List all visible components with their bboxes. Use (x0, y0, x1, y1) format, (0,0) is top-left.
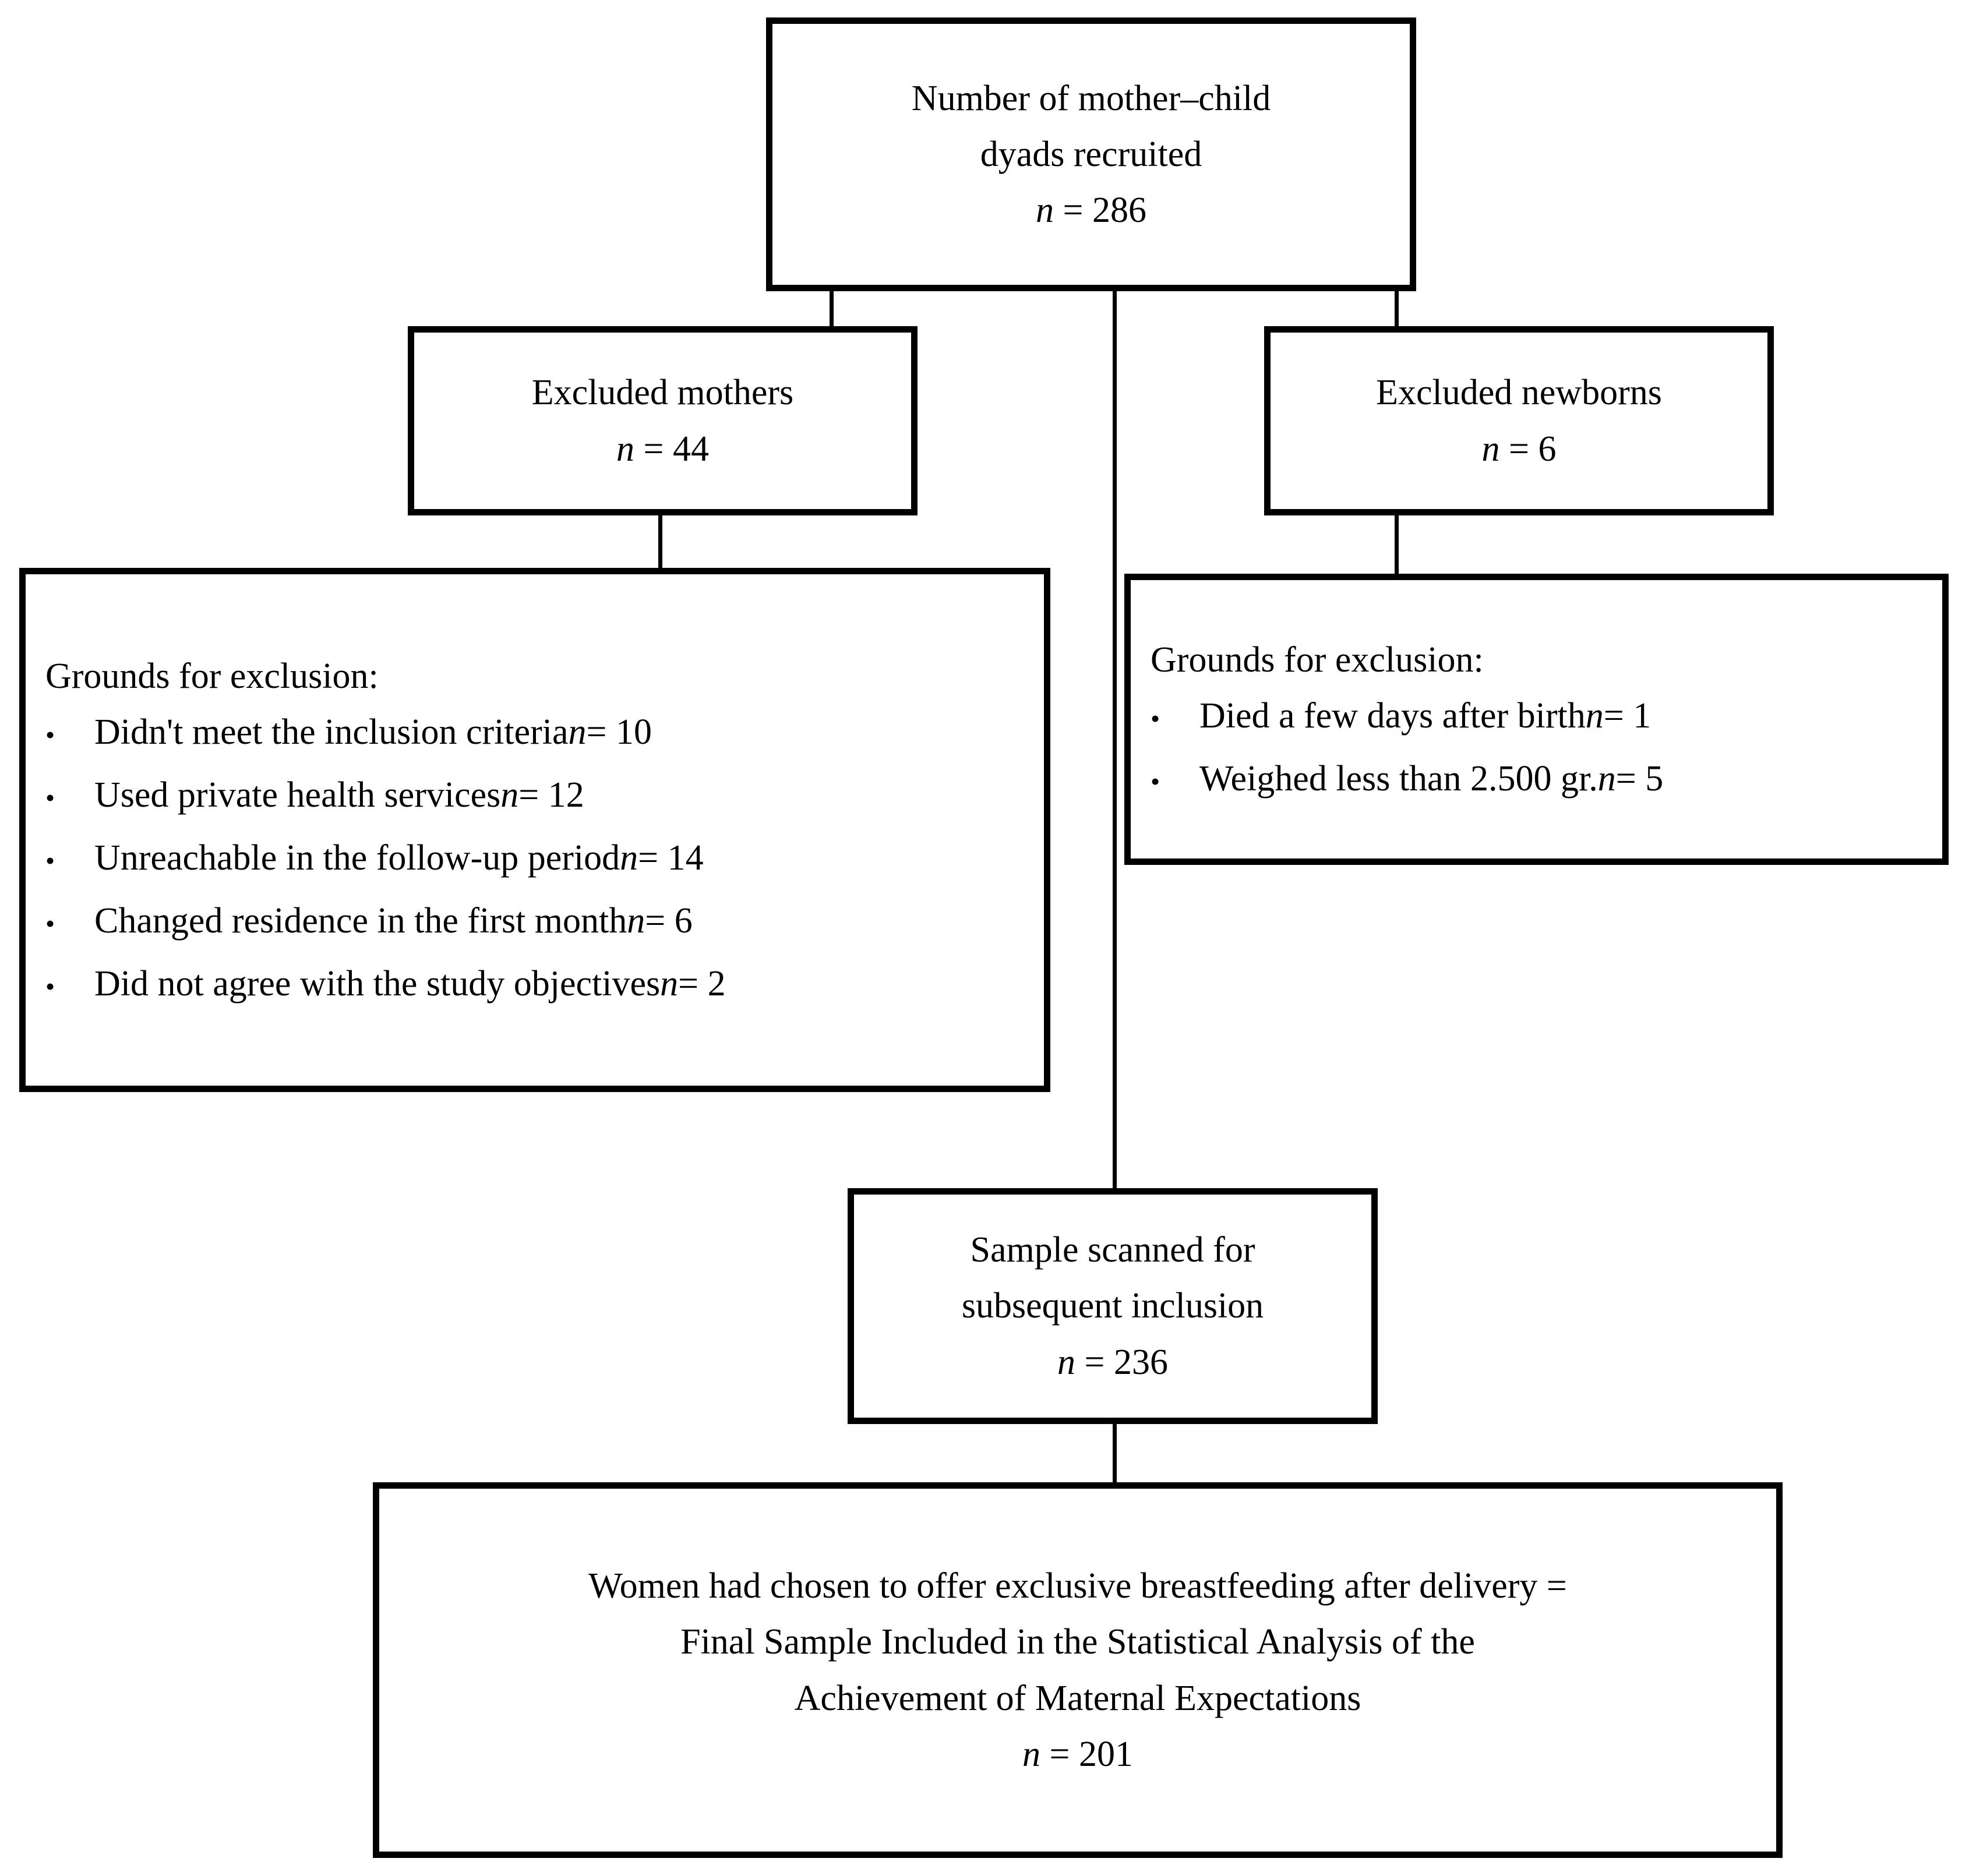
node-excluded-mothers-count: n = 44 (616, 421, 709, 477)
n-symbol: n (660, 964, 679, 1004)
node-final-sample-line3: Achievement of Maternal Expectations (794, 1678, 1361, 1718)
n-value: = 2 (678, 964, 726, 1004)
n-value: = 236 (1075, 1342, 1168, 1382)
bullet-icon: • (1151, 766, 1160, 796)
list-item-text: Didn't meet the inclusion criteria (94, 712, 569, 752)
node-grounds-mothers: Grounds for exclusion: • Didn't meet the… (19, 568, 1050, 1092)
n-symbol: n (627, 901, 645, 941)
bullet-icon: • (45, 971, 55, 1001)
n-symbol: n (568, 712, 587, 752)
n-symbol: n (1481, 429, 1500, 469)
bullet-icon: • (45, 909, 55, 938)
n-value: = 12 (518, 775, 584, 815)
n-value: = 10 (586, 712, 652, 752)
n-value: = 44 (634, 429, 709, 469)
connector-recruited-to-excluded-mothers (830, 291, 834, 327)
n-value: = 5 (1615, 759, 1664, 799)
bullet-icon: • (1151, 704, 1160, 733)
n-value: = 6 (645, 901, 693, 941)
n-symbol: n (500, 775, 519, 815)
list-item: • Unreachable in the follow-up period n … (45, 840, 1064, 876)
connector-recruited-to-sample-scanned (1113, 291, 1117, 1191)
grounds-mothers-list: • Didn't meet the inclusion criteria n =… (26, 714, 1064, 1002)
node-excluded-mothers: Excluded mothers n = 44 (408, 326, 918, 515)
node-sample-scanned: Sample scanned for subsequent inclusion … (848, 1188, 1378, 1424)
list-item: • Used private health services n = 12 (45, 777, 1064, 813)
node-final-sample-line2: Final Sample Included in the Statistical… (680, 1622, 1475, 1662)
list-item: • Weighed less than 2.500 gr. n = 5 (1151, 761, 1962, 797)
connector-sample-scanned-to-final-sample (1113, 1421, 1117, 1485)
list-item: • Did not agree with the study objective… (45, 966, 1064, 1002)
node-final-sample: Women had chosen to offer exclusive brea… (373, 1482, 1783, 1858)
node-sample-scanned-count: n = 236 (1057, 1334, 1168, 1390)
list-item-text: Changed residence in the first month (94, 901, 627, 941)
node-excluded-newborns-count: n = 6 (1482, 421, 1557, 477)
node-final-sample-count: n = 201 (1022, 1726, 1133, 1782)
grounds-mothers-heading: Grounds for exclusion: (45, 656, 379, 696)
n-value: = 1 (1603, 696, 1652, 736)
bullet-icon: • (45, 846, 55, 875)
bullet-icon: • (45, 783, 55, 812)
n-symbol: n (1036, 190, 1054, 231)
grounds-newborns-heading: Grounds for exclusion: (1151, 640, 1484, 680)
list-item-text: Weighed less than 2.500 gr. (1199, 759, 1598, 799)
node-recruited-line1: Number of mother–child (911, 78, 1271, 118)
n-symbol: n (1057, 1342, 1076, 1382)
n-value: = 201 (1040, 1734, 1133, 1774)
node-sample-scanned-line2: subsequent inclusion (961, 1286, 1264, 1326)
n-value: = 286 (1054, 190, 1146, 231)
n-symbol: n (616, 429, 635, 469)
node-final-sample-line1: Women had chosen to offer exclusive brea… (588, 1566, 1567, 1606)
n-value: = 14 (638, 838, 704, 878)
n-symbol: n (1597, 759, 1616, 799)
node-recruited-count: n = 286 (1036, 182, 1146, 238)
list-item-text: Died a few days after birth (1199, 696, 1586, 736)
list-item-text: Unreachable in the follow-up period (94, 838, 620, 878)
bullet-icon: • (45, 720, 55, 750)
n-symbol: n (620, 838, 638, 878)
list-item: • Didn't meet the inclusion criteria n =… (45, 714, 1064, 750)
connector-excluded-newborns-to-grounds (1395, 515, 1399, 574)
list-item: • Changed residence in the first month n… (45, 903, 1064, 939)
node-excluded-newborns: Excluded newborns n = 6 (1264, 326, 1774, 515)
node-grounds-newborns: Grounds for exclusion: • Died a few days… (1124, 574, 1949, 865)
node-excluded-mothers-title: Excluded mothers (531, 373, 794, 413)
connector-recruited-to-excluded-newborns (1395, 291, 1399, 327)
n-value: = 6 (1499, 429, 1557, 469)
node-recruited: Number of mother–child dyads recruited n… (766, 17, 1416, 291)
list-item: • Died a few days after birth n = 1 (1151, 698, 1962, 734)
n-symbol: n (1022, 1734, 1041, 1774)
connector-excluded-mothers-to-grounds (658, 515, 662, 571)
list-item-text: Used private health services (94, 775, 501, 815)
node-recruited-line2: dyads recruited (980, 134, 1202, 174)
node-excluded-newborns-title: Excluded newborns (1376, 373, 1662, 413)
grounds-newborns-list: • Died a few days after birth n = 1 • We… (1131, 698, 1962, 797)
node-sample-scanned-line1: Sample scanned for (970, 1230, 1255, 1270)
n-symbol: n (1585, 696, 1604, 736)
list-item-text: Did not agree with the study objectives (94, 964, 661, 1004)
